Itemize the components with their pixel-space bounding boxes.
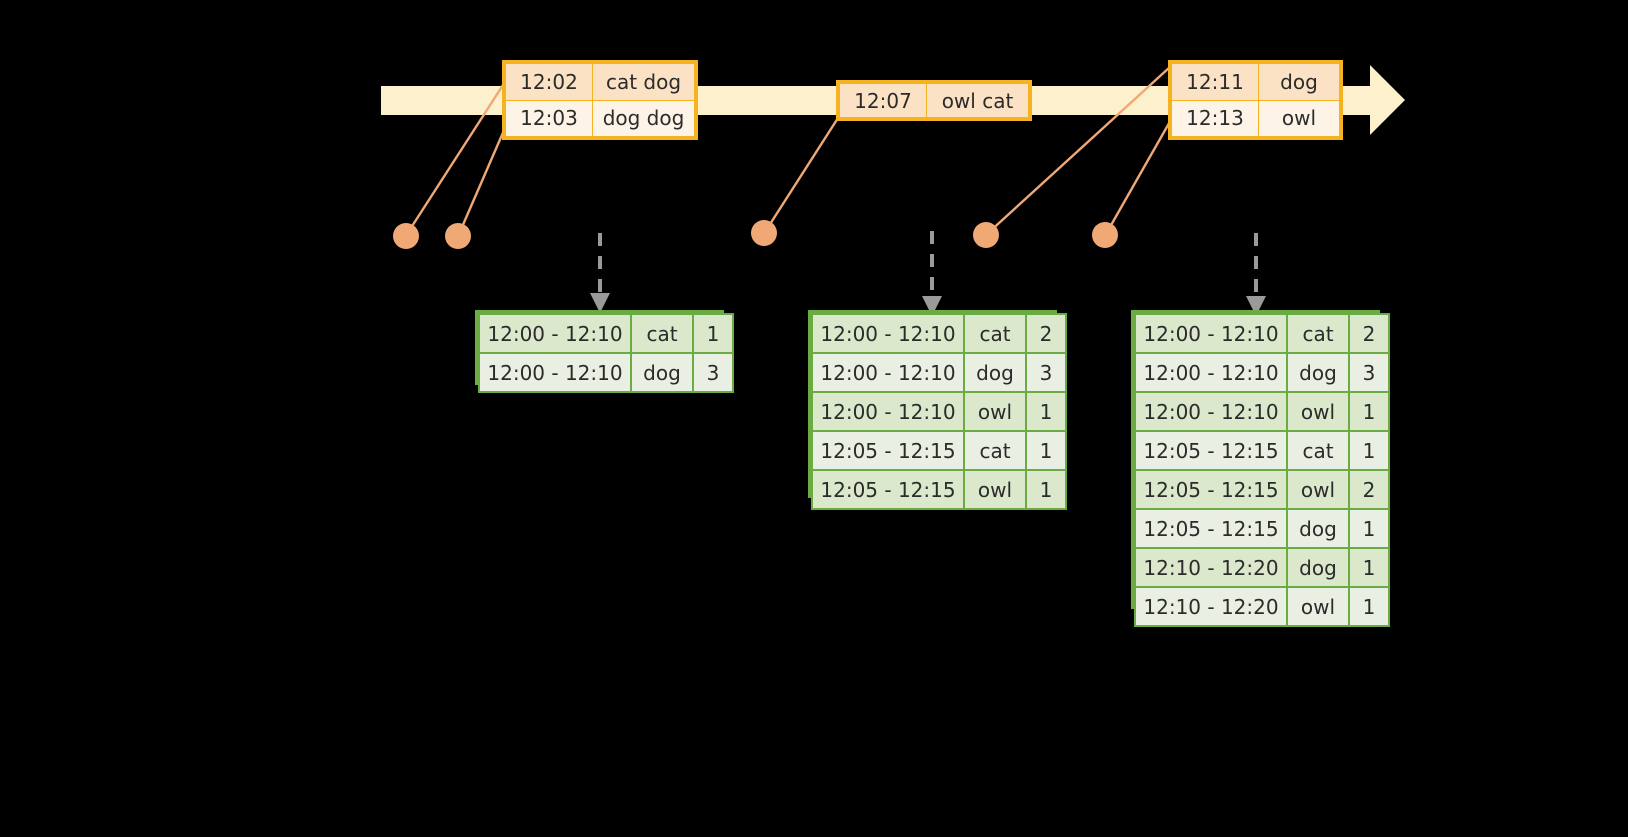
event-time: 12:02 [505,63,593,101]
marker-dot-1207[interactable] [751,220,777,246]
word-cell: cat [1286,430,1350,471]
word-cell: dog [1286,352,1350,393]
table-row[interactable]: 12:05 - 12:15 cat 1 [1134,430,1390,471]
event-value: cat dog [592,63,695,101]
result-table-1[interactable]: 12:00 - 12:10 cat 1 12:00 - 12:10 dog 3 [475,310,734,393]
window-cell: 12:00 - 12:10 [1134,352,1288,393]
event-value: owl cat [926,83,1029,118]
table-row[interactable]: 12:00 - 12:10 owl 1 [811,391,1067,432]
window-cell: 12:00 - 12:10 [1134,313,1288,354]
table-row[interactable]: 12:00 - 12:10 dog 3 [478,352,734,393]
table-row[interactable]: 12:00 - 12:10 dog 3 [1134,352,1390,393]
event-time: 12:11 [1171,63,1259,101]
word-cell: owl [1286,391,1350,432]
count-cell: 3 [1025,352,1067,393]
window-cell: 12:05 - 12:15 [1134,508,1288,549]
marker-dot-1213[interactable] [1092,222,1118,248]
count-cell: 3 [692,352,734,393]
window-cell: 12:10 - 12:20 [1134,547,1288,588]
count-cell: 1 [1025,469,1067,510]
event-time: 12:13 [1171,99,1259,137]
window-cell: 12:00 - 12:10 [1134,391,1288,432]
marker-dot-1211[interactable] [973,222,999,248]
word-cell: owl [963,391,1027,432]
event-row[interactable]: 12:02 cat dog [505,63,695,101]
event-group-1[interactable]: 12:02 cat dog 12:03 dog dog [502,60,698,140]
event-row[interactable]: 12:11 dog [1171,63,1340,101]
table-row[interactable]: 12:00 - 12:10 cat 1 [478,313,734,354]
word-cell: dog [1286,547,1350,588]
count-cell: 1 [1025,430,1067,471]
word-cell: dog [630,352,694,393]
window-cell: 12:00 - 12:10 [811,313,965,354]
table-row[interactable]: 12:05 - 12:15 owl 1 [811,469,1067,510]
window-cell: 12:00 - 12:10 [811,391,965,432]
table-row[interactable]: 12:10 - 12:20 owl 1 [1134,586,1390,627]
count-cell: 3 [1348,352,1390,393]
connector-line-1203 [457,127,507,235]
window-cell: 12:00 - 12:10 [478,313,632,354]
connector-line-1213 [1104,117,1174,235]
connector-line-1207 [763,117,840,233]
window-cell: 12:05 - 12:15 [1134,469,1288,510]
count-cell: 1 [1348,508,1390,549]
word-cell: owl [1286,586,1350,627]
count-cell: 2 [1348,469,1390,510]
count-cell: 1 [1348,547,1390,588]
table-row[interactable]: 12:05 - 12:15 owl 2 [1134,469,1390,510]
word-cell: dog [963,352,1027,393]
event-row[interactable]: 12:13 owl [1171,99,1340,137]
event-time: 12:07 [839,83,927,118]
word-cell: cat [963,313,1027,354]
event-group-2[interactable]: 12:07 owl cat [836,80,1032,121]
table-row[interactable]: 12:05 - 12:15 cat 1 [811,430,1067,471]
count-cell: 1 [1348,391,1390,432]
count-cell: 1 [1025,391,1067,432]
result-table-3[interactable]: 12:00 - 12:10 cat 2 12:00 - 12:10 dog 3 … [1131,310,1390,627]
event-value: owl [1258,99,1340,137]
window-cell: 12:00 - 12:10 [478,352,632,393]
table-row[interactable]: 12:00 - 12:10 dog 3 [811,352,1067,393]
marker-dot-1202[interactable] [393,223,419,249]
count-cell: 1 [692,313,734,354]
event-row[interactable]: 12:03 dog dog [505,99,695,137]
table-row[interactable]: 12:10 - 12:20 dog 1 [1134,547,1390,588]
window-cell: 12:05 - 12:15 [811,430,965,471]
window-cell: 12:00 - 12:10 [811,352,965,393]
event-group-3[interactable]: 12:11 dog 12:13 owl [1168,60,1343,140]
count-cell: 1 [1348,430,1390,471]
marker-dot-1203[interactable] [445,223,471,249]
event-time: 12:03 [505,99,593,137]
event-row[interactable]: 12:07 owl cat [839,83,1029,118]
table-row[interactable]: 12:00 - 12:10 cat 2 [811,313,1067,354]
event-value: dog dog [592,99,695,137]
window-cell: 12:05 - 12:15 [1134,430,1288,471]
word-cell: cat [630,313,694,354]
table-row[interactable]: 12:00 - 12:10 owl 1 [1134,391,1390,432]
word-cell: dog [1286,508,1350,549]
word-cell: cat [1286,313,1350,354]
table-row[interactable]: 12:00 - 12:10 cat 2 [1134,313,1390,354]
event-value: dog [1258,63,1340,101]
word-cell: owl [1286,469,1350,510]
word-cell: owl [963,469,1027,510]
table-row[interactable]: 12:05 - 12:15 dog 1 [1134,508,1390,549]
word-cell: cat [963,430,1027,471]
window-cell: 12:05 - 12:15 [811,469,965,510]
window-cell: 12:10 - 12:20 [1134,586,1288,627]
count-cell: 2 [1348,313,1390,354]
result-table-2[interactable]: 12:00 - 12:10 cat 2 12:00 - 12:10 dog 3 … [808,310,1067,510]
count-cell: 2 [1025,313,1067,354]
count-cell: 1 [1348,586,1390,627]
